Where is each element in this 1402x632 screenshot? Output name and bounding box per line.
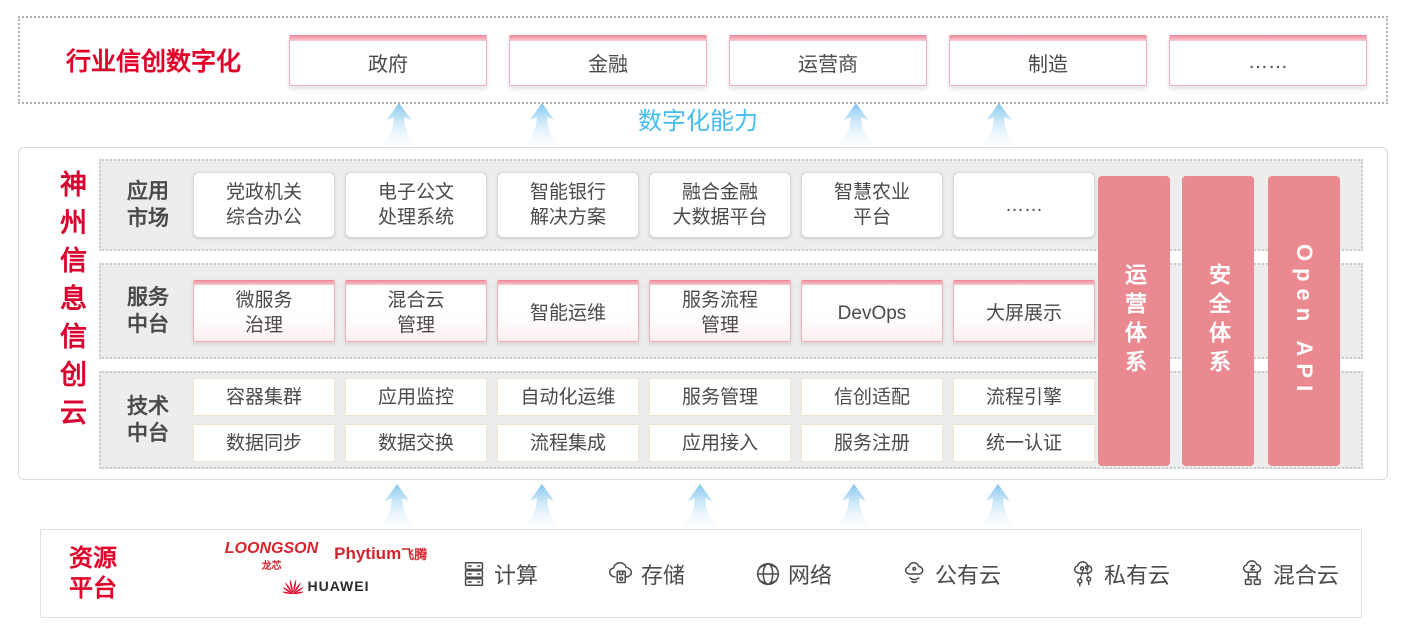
vendor-logos: LOONGSON 龙芯 Phytium 飞腾 (201, 540, 451, 595)
tech-card: 信创适配 (801, 378, 943, 416)
tech-card: 流程集成 (497, 424, 639, 462)
app-market-row: 应用 市场 党政机关 综合办公 电子公文 处理系统 智能银行 解决方案 融合金融… (99, 159, 1363, 251)
service-card: 混合云 管理 (345, 280, 487, 342)
network-icon (756, 562, 780, 585)
service-card: 智能运维 (497, 280, 639, 342)
industry-box-topbar (510, 34, 707, 41)
pillar-open-api: Open API (1268, 176, 1340, 466)
tech-cards: 容器集群 应用监控 自动化运维 服务管理 信创适配 流程引擎 数据同步 数据交换… (193, 378, 1095, 462)
resource-hybrid-cloud: 混合云 (1238, 558, 1339, 590)
service-card: 微服务 治理 (193, 280, 335, 342)
card-topbar (954, 280, 1094, 285)
tech-card: 应用接入 (649, 424, 791, 462)
resource-network: 网络 (753, 558, 832, 590)
industry-box-topbar (1170, 34, 1367, 41)
service-platform-row: 服务 中台 微服务 治理 混合云 管理 智能运维 服务流程 管理 DevOps … (99, 263, 1363, 359)
app-card: 智能银行 解决方案 (497, 172, 639, 238)
app-card: 党政机关 综合办公 (193, 172, 335, 238)
tech-card: 数据交换 (345, 424, 487, 462)
card-topbar (346, 280, 486, 285)
resource-platform-section: 资源 平台 LOONGSON 龙芯 Phytium 飞腾 (40, 529, 1362, 618)
xinchuang-cloud-section: 神州信息信创云 应用 市场 党政机关 综合办公 电子公文 处理系统 智能银行 解… (18, 147, 1388, 480)
service-card: DevOps (801, 280, 943, 342)
up-arrow-icon (524, 102, 560, 146)
compute-icon (464, 561, 484, 586)
industry-digitalization-section: 行业信创数字化 政府 金融 运营商 制造 …… (18, 16, 1388, 104)
service-card: 服务流程 管理 (649, 280, 791, 342)
tech-card: 容器集群 (193, 378, 335, 416)
public-cloud-icon (904, 561, 924, 583)
resource-compute: 计算 (459, 558, 538, 590)
industry-box-topbar (730, 34, 927, 41)
card-topbar (194, 280, 334, 285)
service-card: 大屏展示 (953, 280, 1095, 342)
tech-card: 统一认证 (953, 424, 1095, 462)
app-card: 电子公文 处理系统 (345, 172, 487, 238)
tech-card: 自动化运维 (497, 378, 639, 416)
industry-section-title: 行业信创数字化 (66, 48, 242, 76)
resource-public-cloud: 公有云 (900, 558, 1001, 590)
phytium-logo: Phytium 飞腾 (334, 544, 428, 563)
row-label-app-market: 应用 市场 (127, 180, 169, 230)
industry-box-manufacturing: 制造 (949, 34, 1148, 86)
resource-items: 计算 存储 网络 (459, 530, 1339, 617)
up-arrow-icon (981, 102, 1017, 146)
app-market-cards: 党政机关 综合办公 电子公文 处理系统 智能银行 解决方案 融合金融 大数据平台… (193, 172, 1095, 238)
industry-row: 政府 金融 运营商 制造 …… (289, 34, 1368, 86)
app-card: 融合金融 大数据平台 (649, 172, 791, 238)
industry-box-topbar (950, 34, 1147, 41)
resource-private-cloud: 私有云 (1069, 558, 1170, 590)
row-label-tech-platform: 技术 中台 (127, 395, 169, 445)
up-arrow-icon (682, 483, 718, 527)
tech-card: 流程引擎 (953, 378, 1095, 416)
tech-platform-row: 技术 中台 容器集群 应用监控 自动化运维 服务管理 信创适配 流程引擎 数据同… (99, 371, 1363, 469)
card-topbar (802, 280, 942, 285)
up-arrow-icon (836, 483, 872, 527)
storage-icon (608, 561, 633, 583)
loongson-logo: LOONGSON 龙芯 (224, 540, 319, 572)
industry-box-finance: 金融 (509, 34, 708, 86)
pillar-operations-system: 运营体系 (1098, 176, 1170, 466)
digital-capability-label: 数字化能力 (638, 108, 758, 135)
private-cloud-icon (1073, 560, 1093, 586)
industry-box-topbar (290, 34, 487, 41)
up-arrow-icon (381, 102, 417, 146)
hybrid-cloud-icon (1242, 559, 1262, 585)
up-arrow-icon (838, 102, 874, 146)
huawei-logo: HUAWEI (282, 577, 370, 595)
tech-card: 服务注册 (801, 424, 943, 462)
app-card: 智慧农业 平台 (801, 172, 943, 238)
industry-box-more: …… (1169, 34, 1368, 86)
tech-card: 应用监控 (345, 378, 487, 416)
resource-storage: 存储 (606, 558, 685, 590)
resource-platform-label: 资源 平台 (69, 545, 117, 602)
huawei-flower-icon (282, 579, 303, 595)
cloud-vertical-title: 神州信息信创云 (56, 170, 86, 436)
industry-box-government: 政府 (289, 34, 488, 86)
up-arrow-icon (980, 483, 1016, 527)
pillar-security-system: 安全体系 (1182, 176, 1254, 466)
tech-card: 数据同步 (193, 424, 335, 462)
card-topbar (650, 280, 790, 285)
tech-card: 服务管理 (649, 378, 791, 416)
row-label-service-platform: 服务 中台 (127, 286, 169, 336)
up-arrow-icon (524, 483, 560, 527)
app-card-more: …… (953, 172, 1095, 238)
industry-box-operator: 运营商 (729, 34, 928, 86)
up-arrow-icon (379, 483, 415, 527)
card-topbar (498, 280, 638, 285)
service-cards: 微服务 治理 混合云 管理 智能运维 服务流程 管理 DevOps 大屏展示 (193, 280, 1095, 342)
